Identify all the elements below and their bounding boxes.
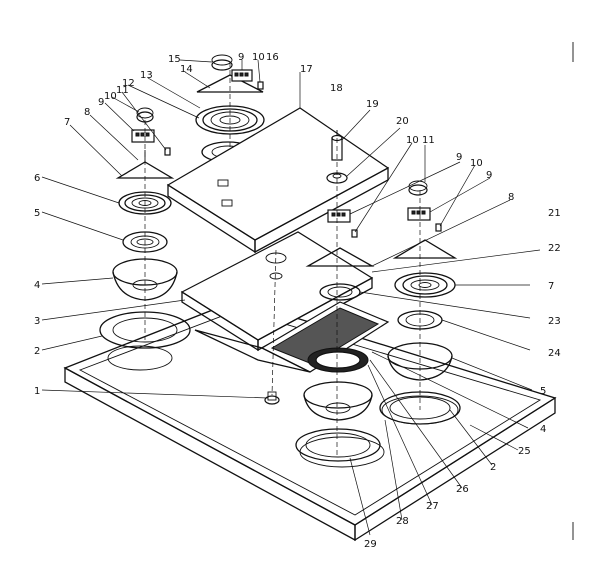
right-terminal-block xyxy=(407,207,431,221)
callout-5-right: 5 xyxy=(540,386,546,397)
callout-7-right: 7 xyxy=(548,281,554,292)
callout-10-center: 10 xyxy=(406,135,419,146)
grill-element xyxy=(194,301,390,373)
callout-27: 27 xyxy=(426,501,439,512)
callout-12: 12 xyxy=(122,78,135,89)
callout-23: 23 xyxy=(548,316,561,327)
callout-1: 1 xyxy=(34,386,40,397)
callout-22: 22 xyxy=(548,243,561,254)
callout-24: 24 xyxy=(548,348,561,359)
callout-10-right: 10 xyxy=(470,158,483,169)
callout-28: 28 xyxy=(396,516,409,527)
callout-3: 3 xyxy=(34,316,40,327)
callout-13: 13 xyxy=(140,70,153,81)
base-pan xyxy=(63,299,557,542)
callout-5-left: 5 xyxy=(34,208,40,219)
assembly-lines xyxy=(144,62,421,455)
callout-9-top: 9 xyxy=(238,52,244,63)
callout-6: 6 xyxy=(34,173,40,184)
callout-20: 20 xyxy=(396,116,409,127)
callout-19: 19 xyxy=(366,99,379,110)
callout-29: 29 xyxy=(364,539,377,550)
callout-8-left: 8 xyxy=(84,107,90,118)
front-center-burner xyxy=(295,347,381,462)
leader-lines xyxy=(41,59,541,536)
right-main-burner xyxy=(394,272,456,298)
callout-25: 25 xyxy=(518,446,531,457)
left-clip xyxy=(164,147,171,156)
callout-4-right: 4 xyxy=(540,424,546,435)
callout-18: 18 xyxy=(330,83,343,94)
callout-2-left: 2 xyxy=(34,346,40,357)
callout-2-right: 2 xyxy=(490,462,496,473)
callout-9-left: 9 xyxy=(98,97,104,108)
callout-16: 16 xyxy=(266,52,279,63)
callout-14: 14 xyxy=(180,64,193,75)
callout-9-right: 9 xyxy=(486,170,492,181)
callout-11-left: 11 xyxy=(116,85,129,96)
left-terminal-block xyxy=(131,129,155,143)
right-knob xyxy=(408,180,428,196)
callout-7-left: 7 xyxy=(64,117,70,128)
callout-26: 26 xyxy=(456,484,469,495)
center-clip xyxy=(351,229,358,238)
callout-4-left: 4 xyxy=(34,280,40,291)
callout-8-right: 8 xyxy=(508,192,514,203)
callout-10-left: 10 xyxy=(104,91,117,102)
callout-17: 17 xyxy=(300,64,313,75)
rear-left-knob xyxy=(211,54,233,71)
rear-left-terminal-block xyxy=(231,69,253,82)
right-rear-grate xyxy=(392,239,458,259)
center-terminal-block xyxy=(327,209,351,223)
callout-15: 15 xyxy=(168,54,181,65)
callout-21: 21 xyxy=(548,208,561,219)
right-grate xyxy=(305,247,375,267)
callout-11-right: 11 xyxy=(422,135,435,146)
callout-10-top: 10 xyxy=(252,52,265,63)
left-knob xyxy=(136,107,154,123)
callout-labels: 1 2 2 3 4 4 5 5 6 7 7 8 8 9 9 9 9 10 10 … xyxy=(34,52,561,550)
rear-left-grate xyxy=(196,74,264,93)
callout-9-center: 9 xyxy=(456,152,462,163)
right-clip xyxy=(435,223,442,232)
rear-left-clip xyxy=(257,81,264,90)
